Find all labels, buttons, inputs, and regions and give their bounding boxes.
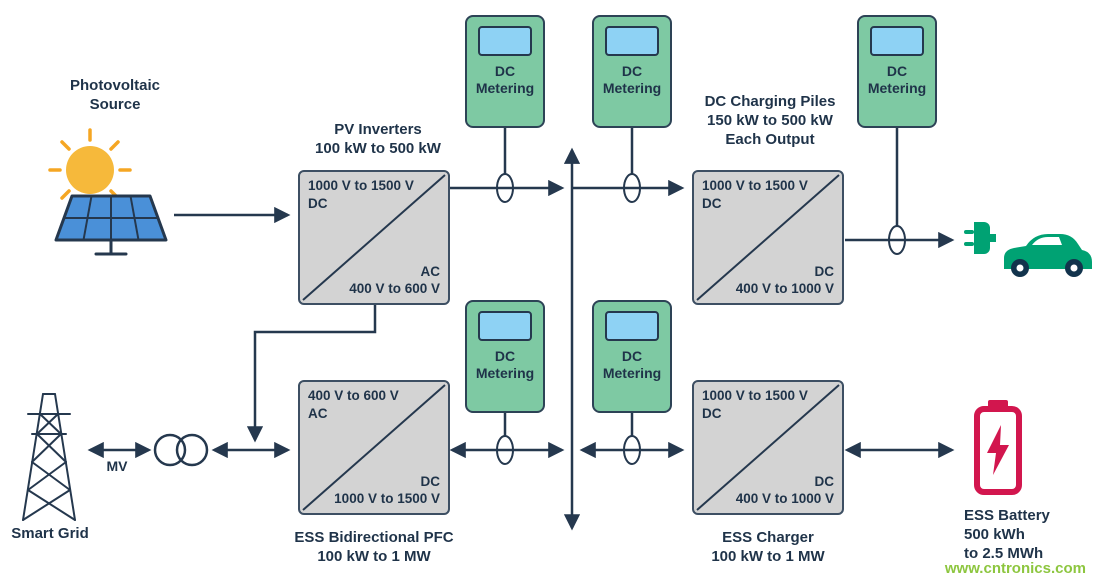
watermark: www.cntronics.com — [944, 560, 1086, 577]
converter-output-rating: DC 400 V to 1000 V — [735, 263, 834, 297]
converter-output-rating: DC 1000 V to 1500 V — [334, 473, 440, 507]
ess-charger-box: 1000 V to 1500 V DC DC 400 V to 1000 V — [692, 380, 844, 515]
title-line: 100 kW to 1 MW — [711, 548, 825, 566]
title-line: Each Output — [725, 131, 815, 149]
ev-plug-icon — [964, 222, 996, 254]
converter-diagonal — [302, 384, 446, 511]
label-line: Source — [89, 96, 141, 114]
ev-car-icon — [1004, 234, 1092, 277]
converter-input-rating: 1000 V to 1500 V DC — [308, 178, 414, 211]
converter-input-rating: 400 V to 600 V AC — [308, 388, 399, 421]
label-line: 500 kWh — [964, 526, 1025, 544]
label-line: Smart Grid — [11, 525, 89, 542]
dc-charging-piles-box: 1000 V to 1500 V DC DC 400 V to 1000 V — [692, 170, 844, 305]
ev-charging-icon — [964, 222, 1092, 277]
converter-diagonal — [696, 384, 840, 511]
meter-display — [870, 26, 924, 56]
title-line: DC Charging Piles — [704, 93, 836, 110]
title-line: 100 kW to 500 kW — [315, 140, 441, 158]
label-line: Photovoltaic — [69, 77, 160, 94]
meter-display — [605, 311, 659, 341]
label-line: ESS Battery — [964, 507, 1050, 524]
ct-sensor-icon — [888, 225, 906, 255]
ct-sensor-icon — [496, 173, 514, 203]
smart-grid-label: Smart Grid — [0, 524, 100, 543]
label-line: MV — [106, 458, 128, 474]
pv-inverters-title: PV Inverters 100 kW to 500 kW — [283, 120, 473, 158]
ess-battery-label: ESS Battery 500 kWh to 2.5 MWh — [964, 506, 1084, 564]
ess-pfc-title: ESS Bidirectional PFC 100 kW to 1 MW — [268, 528, 480, 566]
title-line: 100 kW to 1 MW — [317, 548, 431, 566]
ct-sensor-icon — [623, 173, 641, 203]
transformer-icon — [153, 433, 187, 467]
pv-source-label: Photovoltaic Source — [40, 76, 190, 114]
converter-input-rating: 1000 V to 1500 V DC — [702, 388, 808, 421]
ess-charger-title: ESS Charger 100 kW to 1 MW — [694, 528, 842, 566]
pv-inverter-box: 1000 V to 1500 V DC AC 400 V to 600 V — [298, 170, 450, 305]
meter-display — [605, 26, 659, 56]
transmission-tower-icon — [22, 393, 76, 521]
converter-input-rating: 1000 V to 1500 V DC — [702, 178, 808, 211]
title-line: PV Inverters — [334, 121, 422, 138]
ct-sensor-icon — [496, 435, 514, 465]
converter-output-rating: AC 400 V to 600 V — [349, 263, 440, 297]
sun-and-solar-panel-icon — [48, 128, 168, 256]
mv-label: MV — [86, 458, 148, 476]
meter-display — [478, 26, 532, 56]
ct-sensor-icon — [623, 435, 641, 465]
inverter-to-pfc-feeder-line — [246, 305, 377, 443]
ess-pfc-box: 400 V to 600 V AC DC 1000 V to 1500 V — [298, 380, 450, 515]
converter-diagonal — [696, 174, 840, 301]
meter-display — [478, 311, 532, 341]
title-line: ESS Bidirectional PFC — [294, 529, 454, 546]
title-line: 150 kW to 500 kW — [707, 112, 833, 130]
battery-icon — [974, 400, 1022, 495]
dc-charging-piles-title: DC Charging Piles 150 kW to 500 kW Each … — [672, 92, 868, 150]
title-line: ESS Charger — [722, 529, 814, 546]
converter-output-rating: DC 400 V to 1000 V — [735, 473, 834, 507]
transformer-icon — [175, 433, 209, 467]
solar-panel-icon — [54, 194, 168, 256]
converter-diagonal — [302, 174, 446, 301]
label-line: to 2.5 MWh — [964, 545, 1044, 563]
